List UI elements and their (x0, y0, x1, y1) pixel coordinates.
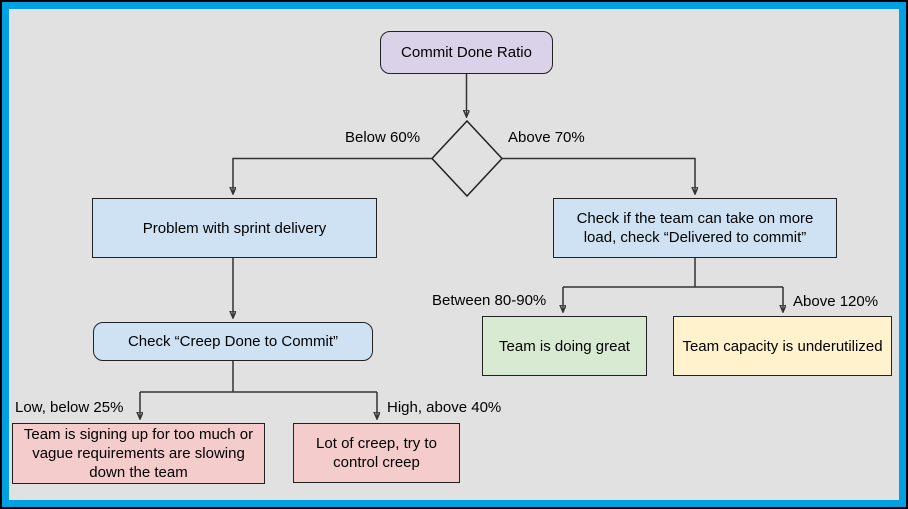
node-lot-of-creep-label: Lot of creep, try to control creep (316, 435, 437, 471)
edge-above-70 (502, 157, 695, 194)
edge-label-above-70: Above 70% (508, 129, 585, 146)
node-signing-up-too-much-label: Team is signing up for too much or vague… (23, 426, 254, 481)
node-team-doing-great: Team is doing great (482, 316, 647, 376)
node-check-team-load: Check if the team can take on more load,… (553, 198, 837, 258)
node-commit-done-ratio: Commit Done Ratio (380, 31, 553, 74)
edge-label-below-60: Below 60% (345, 129, 421, 146)
edge-label-above-120: Above 120% (793, 293, 879, 310)
node-problem-sprint-delivery: Problem with sprint delivery (92, 198, 377, 258)
node-problem-sprint-delivery-label: Problem with sprint delivery (142, 219, 327, 237)
node-team-capacity-underutilized-label: Team capacity is underutilized (682, 337, 883, 355)
node-commit-done-ratio-label: Commit Done Ratio (401, 44, 532, 61)
decision-diamond (430, 119, 504, 198)
node-check-team-load-label: Check if the team can take on more load,… (576, 210, 814, 246)
edge-label-low-below-25: Low, below 25% (15, 399, 124, 416)
edge-below-60 (233, 157, 432, 194)
edge-label-high-above-40: High, above 40% (387, 399, 502, 416)
node-check-creep-done-to-commit: Check “Creep Done to Commit” (93, 322, 373, 361)
node-team-capacity-underutilized: Team capacity is underutilized (673, 316, 892, 376)
node-team-doing-great-label: Team is doing great (499, 337, 630, 355)
node-signing-up-too-much: Team is signing up for too much or vague… (12, 423, 265, 484)
edge-label-between-80-90: Between 80-90% (432, 292, 547, 309)
node-lot-of-creep: Lot of creep, try to control creep (293, 423, 460, 483)
node-check-creep-done-to-commit-label: Check “Creep Done to Commit” (127, 333, 339, 350)
